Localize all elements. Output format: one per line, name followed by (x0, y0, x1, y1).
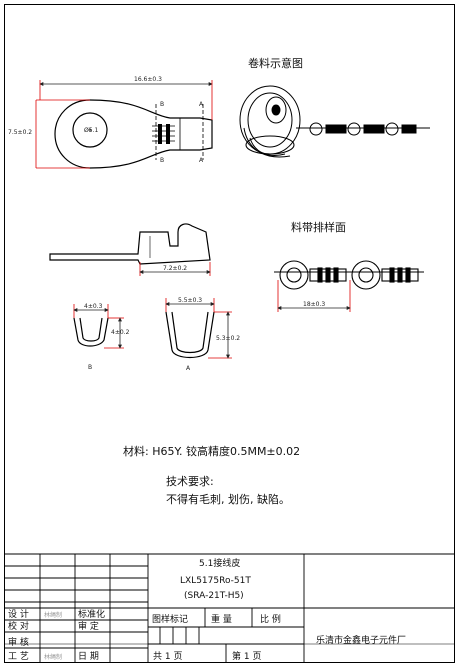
part-name: 5.1接线皮 (199, 557, 240, 569)
section-b-height-dim (104, 317, 124, 349)
total-sheets: 共 1 页 (153, 651, 182, 662)
section-b-profile (73, 317, 109, 347)
section-b-height-label: 4±0.2 (111, 329, 130, 336)
length-dimension-top (39, 80, 213, 120)
row-process-label: 工 艺 (8, 651, 29, 662)
title-block-grid (4, 553, 455, 662)
section-a-height-label: 5.3±0.2 (216, 335, 240, 342)
row-date-label: 日 期 (78, 651, 99, 662)
section-label-b-top: B (160, 101, 164, 108)
hole-dimension: Ø5.1 (84, 127, 98, 134)
part-code: (SRA-21T-H5) (184, 591, 244, 601)
drawing-border (4, 4, 455, 663)
reel-illustration (239, 85, 301, 158)
section-label-b-bottom: B (160, 157, 164, 164)
requirements-text: 不得有毛刺, 划伤, 缺陷。 (166, 492, 290, 506)
terminal-side-view (49, 223, 211, 265)
section-a-height-dim (208, 311, 232, 359)
section-a-profile (165, 311, 215, 359)
pitch-dimension-label: 18±0.3 (303, 301, 325, 308)
section-b-width-dim (73, 304, 109, 318)
strip-title: 料带排样面 (291, 220, 346, 234)
pitch-dimension (277, 280, 351, 312)
row-design-label: 设 计 (8, 608, 29, 620)
row-review-label: 审 核 (8, 636, 29, 648)
section-b-width-label: 4±0.3 (84, 303, 103, 310)
part-number: LXL5175Ro-51T (180, 576, 251, 586)
height-dimension-top-label: 7.5±0.2 (8, 129, 32, 136)
section-cut-lines (155, 104, 204, 160)
height-dimension-top (35, 99, 90, 169)
row-check-label: 校 对 (8, 620, 29, 632)
row-process-stamp: 林绳制 (44, 653, 62, 661)
section-a-width-dim (165, 298, 215, 312)
reel-strip (296, 122, 430, 136)
mark-label: 图样标记 (152, 613, 188, 625)
row-standardize-label: 标准化 (78, 608, 105, 620)
sheet-number: 第 1 页 (232, 650, 261, 662)
length-dimension-top-label: 16.6±0.3 (134, 76, 162, 83)
reel-title: 卷料示意图 (248, 56, 303, 70)
row-design-stamp: 林绳制 (44, 611, 62, 619)
strip-layout (274, 260, 424, 290)
weight-label: 重 量 (211, 613, 232, 625)
row-approve-label: 审 定 (78, 620, 99, 632)
section-a-width-label: 5.5±0.3 (178, 297, 202, 304)
length-dimension-side-label: 7.2±0.2 (163, 265, 187, 272)
terminal-top-view (54, 99, 213, 169)
requirements-title: 技术要求: (166, 475, 214, 488)
section-a-label: A (186, 365, 191, 372)
section-b-label: B (88, 364, 92, 371)
scale-label: 比 例 (260, 613, 281, 625)
section-label-a-bottom: A (199, 157, 204, 164)
section-label-a-top: A (199, 101, 204, 108)
company-name: 乐清市金鑫电子元件厂 (316, 634, 406, 646)
length-dimension-side (139, 262, 211, 276)
material-note: 材料: H65Y. 铰高精度0.5MM±0.02 (123, 444, 300, 458)
